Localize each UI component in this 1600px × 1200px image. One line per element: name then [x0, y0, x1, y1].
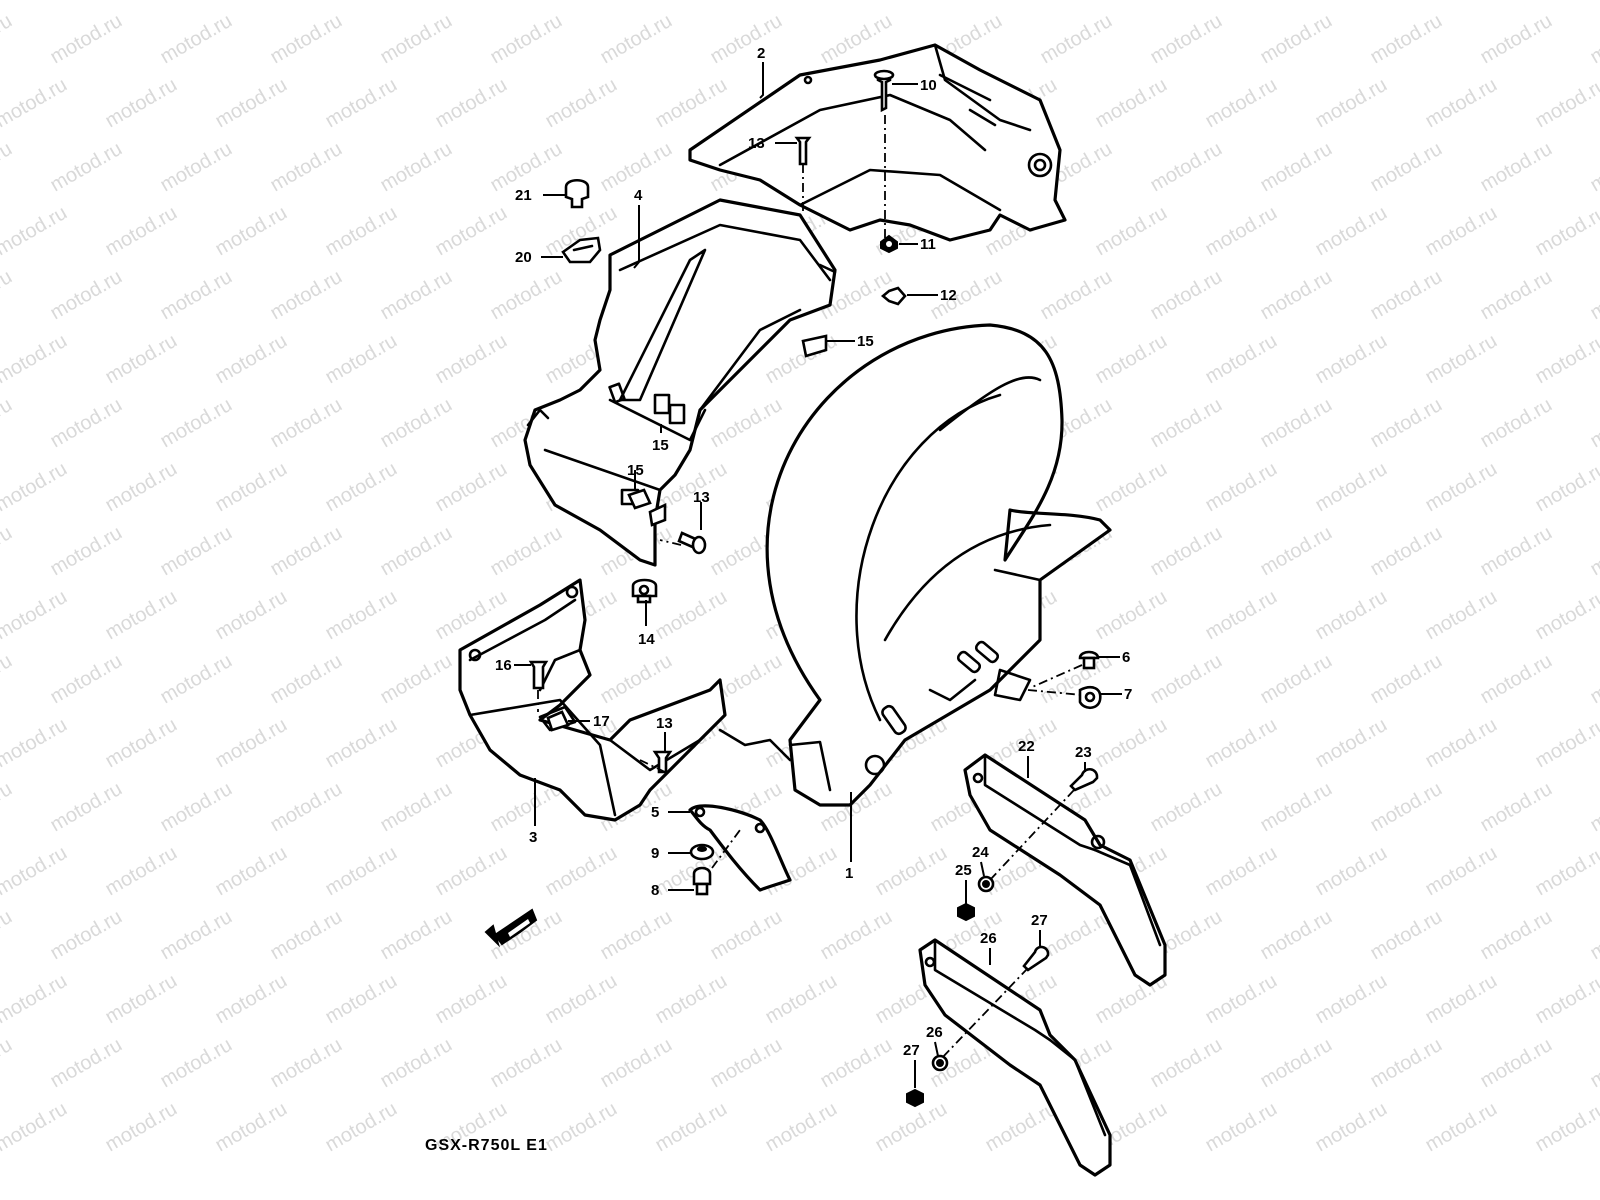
assembly-lines	[537, 115, 1083, 1061]
callout-15-lower: 15	[627, 462, 644, 479]
callout-2: 2	[757, 45, 765, 62]
callout-6: 6	[1122, 649, 1130, 666]
callout-23: 25	[955, 862, 972, 879]
callout-17: 17	[593, 713, 610, 730]
callout-4: 4	[634, 187, 643, 204]
callout-14: 14	[638, 631, 655, 648]
callout-12: 12	[940, 287, 957, 304]
callout-10: 10	[920, 77, 937, 94]
part-2-tail-cover	[688, 43, 1067, 242]
callout-15-mid: 15	[652, 437, 669, 454]
part-5-bracket	[688, 804, 792, 892]
part-24-plate-holder	[918, 938, 1112, 1177]
callout-27: 27	[903, 1042, 920, 1059]
part-20-plate-bracket	[963, 753, 1167, 987]
hardware-fasteners	[484, 69, 1102, 1108]
callout-20: 22	[1018, 738, 1035, 755]
callout-15-right: 15	[857, 333, 874, 350]
callout-7: 7	[1124, 686, 1132, 703]
callout-19: 21	[515, 187, 532, 204]
front-direction-arrow-icon	[484, 908, 538, 948]
callout-21: 23	[1075, 744, 1092, 761]
callout-5: 5	[651, 804, 659, 821]
callout-26: 26	[926, 1024, 943, 1041]
callout-16: 16	[495, 657, 512, 674]
callout-22: 24	[972, 844, 989, 861]
callout-13-low: 13	[656, 715, 673, 732]
callout-11: 11	[920, 236, 936, 253]
callout-8: 8	[651, 882, 659, 899]
callout-24: 26	[980, 930, 997, 947]
callout-3: 3	[529, 829, 537, 846]
callout-labels: 2 10 13 21 4 20 11 12 15 15 15 13 14 16 …	[495, 45, 1132, 1059]
callout-9: 9	[651, 845, 659, 862]
callout-13-mid: 13	[693, 489, 710, 506]
callout-18: 20	[515, 249, 532, 266]
part-3-lower-cover	[458, 578, 727, 822]
callout-25: 27	[1031, 912, 1048, 929]
model-label: GSX-R750L E1	[425, 1137, 548, 1154]
leader-lines	[514, 62, 1122, 1088]
callout-1: 1	[845, 865, 853, 882]
part-4-inner-fender	[523, 198, 837, 567]
callout-13-top: 13	[748, 135, 765, 152]
part-1-rear-fender	[718, 323, 1112, 807]
